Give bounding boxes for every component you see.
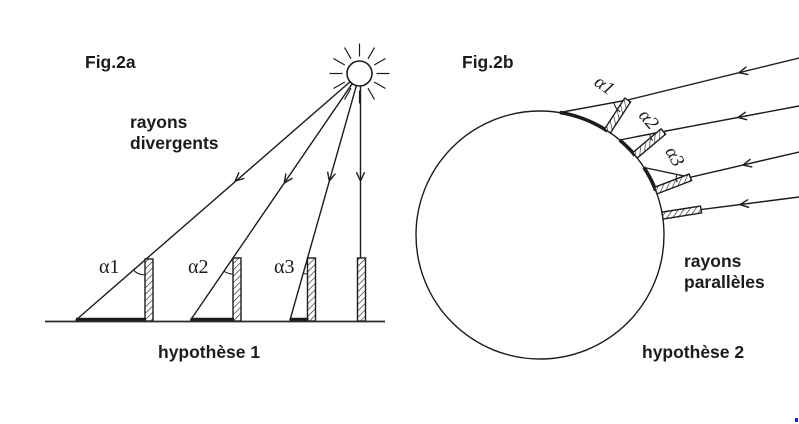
gnomon-stick xyxy=(356,257,367,322)
fig2b-hypothesis-caption: hypothèse 2 xyxy=(642,342,745,362)
divergent-ray-3 xyxy=(289,84,358,321)
fig2a-angle-label-2: α2 xyxy=(188,256,209,278)
gnomon-stick xyxy=(232,257,242,322)
angle-arc xyxy=(649,134,654,141)
parallel-ray-4 xyxy=(699,196,799,211)
ray-arrowhead xyxy=(737,66,749,76)
ray-arrowhead xyxy=(356,172,365,183)
fig2a-angle-label-3: α3 xyxy=(274,256,295,278)
fig2a-rays-caption-line1: rayons xyxy=(130,112,188,132)
gnomon-stick xyxy=(653,173,693,195)
angle-arc xyxy=(613,102,621,113)
fig2b-rays-caption: rayons parallèles xyxy=(684,251,765,293)
gnomon-stick xyxy=(661,205,703,220)
earth-circle xyxy=(415,110,665,360)
fig2a-rays-caption-line2: divergents xyxy=(130,133,219,153)
gnomon-stick xyxy=(306,257,317,322)
gnomons-2b xyxy=(603,97,703,220)
gnomon-stick xyxy=(144,258,154,322)
fig2a-title: Fig.2a xyxy=(85,52,136,72)
divergent-ray-2 xyxy=(189,83,353,321)
angle-arcs-2a xyxy=(132,269,308,276)
sun-ray-ticks xyxy=(329,43,390,104)
ray-arrowhead xyxy=(741,158,753,168)
fig2a-rays-caption: rayons divergents xyxy=(130,112,219,154)
fig2a-hypothesis-caption: hypothèse 1 xyxy=(158,342,261,362)
divergent-rays xyxy=(75,81,365,321)
fig2a-angle-label-1: α1 xyxy=(99,256,120,278)
gnomons-2a xyxy=(144,257,367,322)
fig2b-title: Fig.2b xyxy=(462,52,514,72)
shadow-arc xyxy=(559,110,609,133)
angle-arc xyxy=(223,270,234,275)
divergent-ray-1 xyxy=(75,81,351,321)
ray-arrowhead xyxy=(233,172,245,183)
angle-arc xyxy=(675,174,678,183)
ray-arrowhead xyxy=(283,173,293,185)
ray-arrowhead xyxy=(736,111,748,121)
fig2b-rays-caption-line2: parallèles xyxy=(684,272,765,292)
angle-arc xyxy=(303,272,308,275)
gnomon-stick xyxy=(631,127,667,159)
ray-arrowhead xyxy=(738,199,750,208)
fig2a-graphics xyxy=(45,43,390,323)
angle-arc xyxy=(132,269,146,276)
gnomon-stick xyxy=(603,97,632,134)
sun-icon xyxy=(329,43,390,104)
fig2b-graphics xyxy=(415,57,799,360)
angle-arcs-2b xyxy=(613,102,678,183)
fig2b-rays-caption-line1: rayons xyxy=(684,251,742,271)
corner-artifact-mark xyxy=(795,418,798,422)
ray-arrowhead xyxy=(327,171,336,183)
